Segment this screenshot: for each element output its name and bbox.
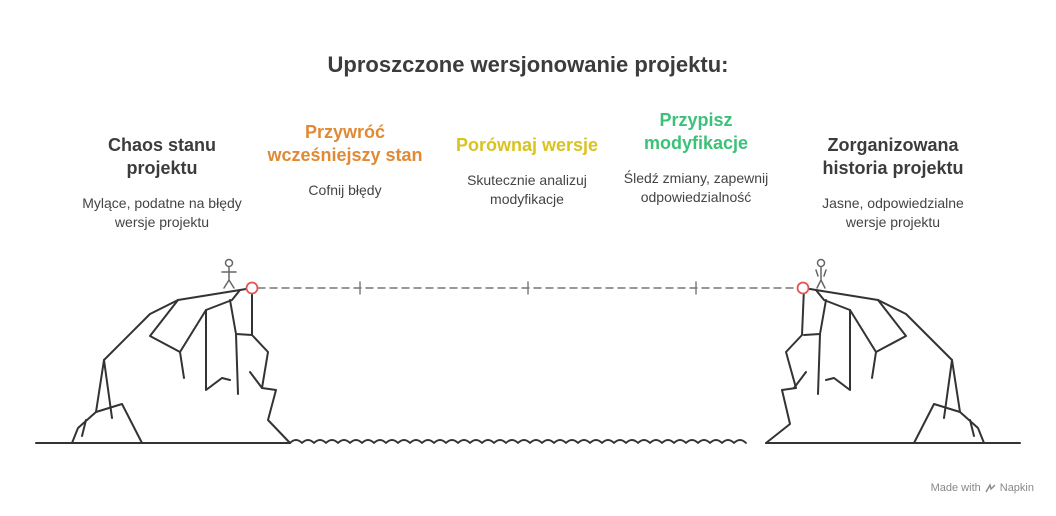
stage-restore: Przywróć wcześniejszy stan Cofnij błędy — [267, 121, 423, 200]
person-icon-right — [815, 258, 827, 289]
made-with-label: Made with — [930, 482, 981, 494]
stage-description: Skutecznie analizuj modyfikacje — [467, 172, 587, 207]
page-title: Uproszczone wersjonowanie projektu: — [327, 52, 729, 77]
water-waves — [289, 439, 747, 444]
person-icon-left — [221, 258, 237, 289]
timeline-end-marker — [796, 281, 810, 295]
stage-description: Cofnij błędy — [308, 182, 382, 198]
right-cliff — [765, 287, 985, 444]
brand-label: Napkin — [999, 482, 1034, 494]
stage-end: Zorganizowana historia projektu Jasne, o… — [801, 134, 985, 232]
stage-start: Chaos stanu projektu Mylące, podatne na … — [72, 134, 252, 232]
timeline-start-marker — [245, 281, 259, 295]
stage-heading: Przywróć wcześniejszy stan — [267, 122, 423, 165]
stage-attribute: Przypisz modyfikacje Śledź zmiany, zapew… — [612, 109, 780, 207]
stage-heading: Zorganizowana historia projektu — [822, 135, 964, 178]
stage-description: Jasne, odpowiedzialne wersje projektu — [822, 195, 964, 230]
napkin-logo-icon — [985, 482, 996, 492]
footer-attribution: Made with Napkin — [931, 482, 1034, 494]
stage-description: Mylące, podatne na błędy wersje projektu — [82, 195, 242, 230]
stage-heading: Przypisz modyfikacje — [643, 110, 749, 153]
stage-description: Śledź zmiany, zapewnij odpowiedzialność — [623, 170, 769, 205]
stage-heading: Chaos stanu projektu — [107, 135, 217, 178]
left-cliff — [71, 287, 291, 444]
stage-heading: Porównaj wersje — [455, 135, 599, 155]
stage-compare: Porównaj wersje Skutecznie analizuj mody… — [447, 134, 607, 209]
